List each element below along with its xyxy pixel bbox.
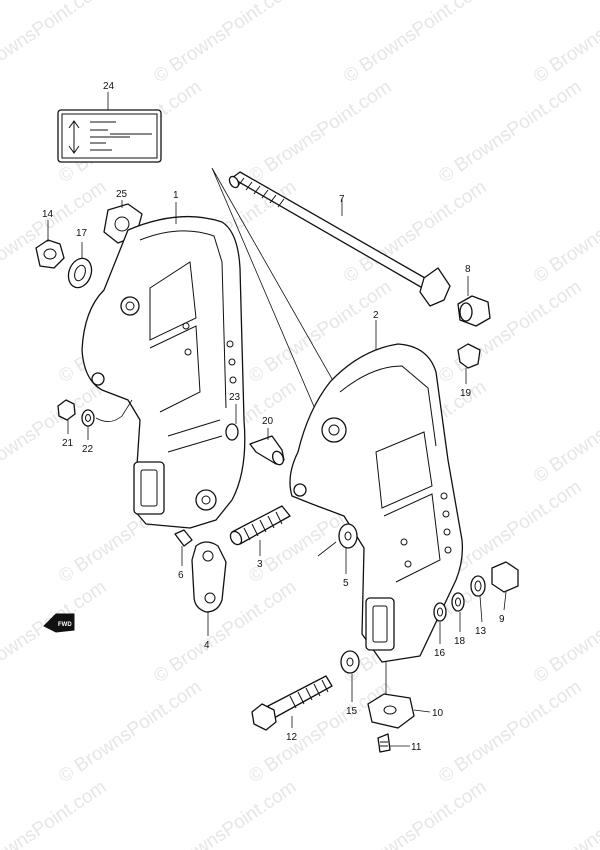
label-17: 17: [76, 228, 88, 239]
label-18: 18: [454, 636, 466, 647]
label-24: 24: [103, 81, 115, 92]
assembly-line-5: [317, 541, 337, 557]
label-16: 16: [434, 648, 446, 659]
label-1: 1: [173, 190, 179, 201]
part-1-clamp-bracket[interactable]: [81, 215, 246, 529]
label-9: 9: [499, 614, 505, 625]
label-7: 7: [339, 194, 345, 205]
svg-text:FWD: FWD: [58, 622, 72, 628]
part-13-spacer[interactable]: [470, 575, 486, 597]
label-25: 25: [116, 189, 128, 200]
part-18-washer[interactable]: [451, 592, 465, 612]
label-11: 11: [411, 742, 422, 753]
label-12: 12: [286, 732, 298, 743]
part-16-washer[interactable]: [433, 602, 447, 622]
label-15: 15: [346, 706, 358, 717]
part-11-screw[interactable]: [377, 733, 391, 753]
part-10-block[interactable]: [367, 693, 415, 729]
label-4: 4: [204, 640, 210, 651]
label-23: 23: [229, 392, 241, 403]
label-2: 2: [373, 310, 379, 321]
part-number-labels: 24 25 1 14 17 7 8 2 19 23 20 21 22 3 6 5…: [42, 81, 505, 753]
part-17-washer[interactable]: [65, 255, 96, 291]
part-24-label-plate[interactable]: [57, 109, 162, 163]
part-2-clamp-bracket[interactable]: [289, 343, 464, 663]
assembly-line-bolt-7: [211, 167, 353, 431]
part-22-washer[interactable]: [81, 409, 95, 427]
label-8: 8: [465, 264, 471, 275]
assembly-line-21-22: [95, 399, 133, 422]
part-3-threaded-rod[interactable]: [228, 505, 291, 547]
part-4-link-plate[interactable]: [191, 541, 227, 613]
part-5-washer[interactable]: [338, 523, 358, 549]
part-21-nut[interactable]: [57, 399, 76, 421]
label-21: 21: [62, 438, 74, 449]
part-7-long-bolt[interactable]: [228, 171, 451, 307]
part-20-pin[interactable]: [249, 435, 285, 466]
part-19-bushing[interactable]: [457, 343, 481, 369]
label-10: 10: [432, 708, 444, 719]
part-14-nut[interactable]: [35, 239, 65, 269]
label-14: 14: [42, 209, 54, 220]
label-13: 13: [475, 626, 487, 637]
part-6-pin[interactable]: [174, 529, 193, 547]
label-3: 3: [257, 559, 263, 570]
label-19: 19: [460, 388, 472, 399]
part-23-washer[interactable]: [225, 423, 239, 441]
part-12-bolt[interactable]: [251, 675, 333, 731]
label-20: 20: [262, 416, 274, 427]
fwd-direction-badge: FWD: [43, 613, 75, 633]
label-6: 6: [178, 570, 184, 581]
part-15-washer[interactable]: [340, 650, 360, 674]
label-22: 22: [82, 444, 94, 455]
part-9-cap[interactable]: [491, 561, 519, 593]
leader-lines: [47, 92, 507, 747]
label-5: 5: [343, 578, 349, 589]
part-8-bushing[interactable]: [457, 295, 491, 327]
